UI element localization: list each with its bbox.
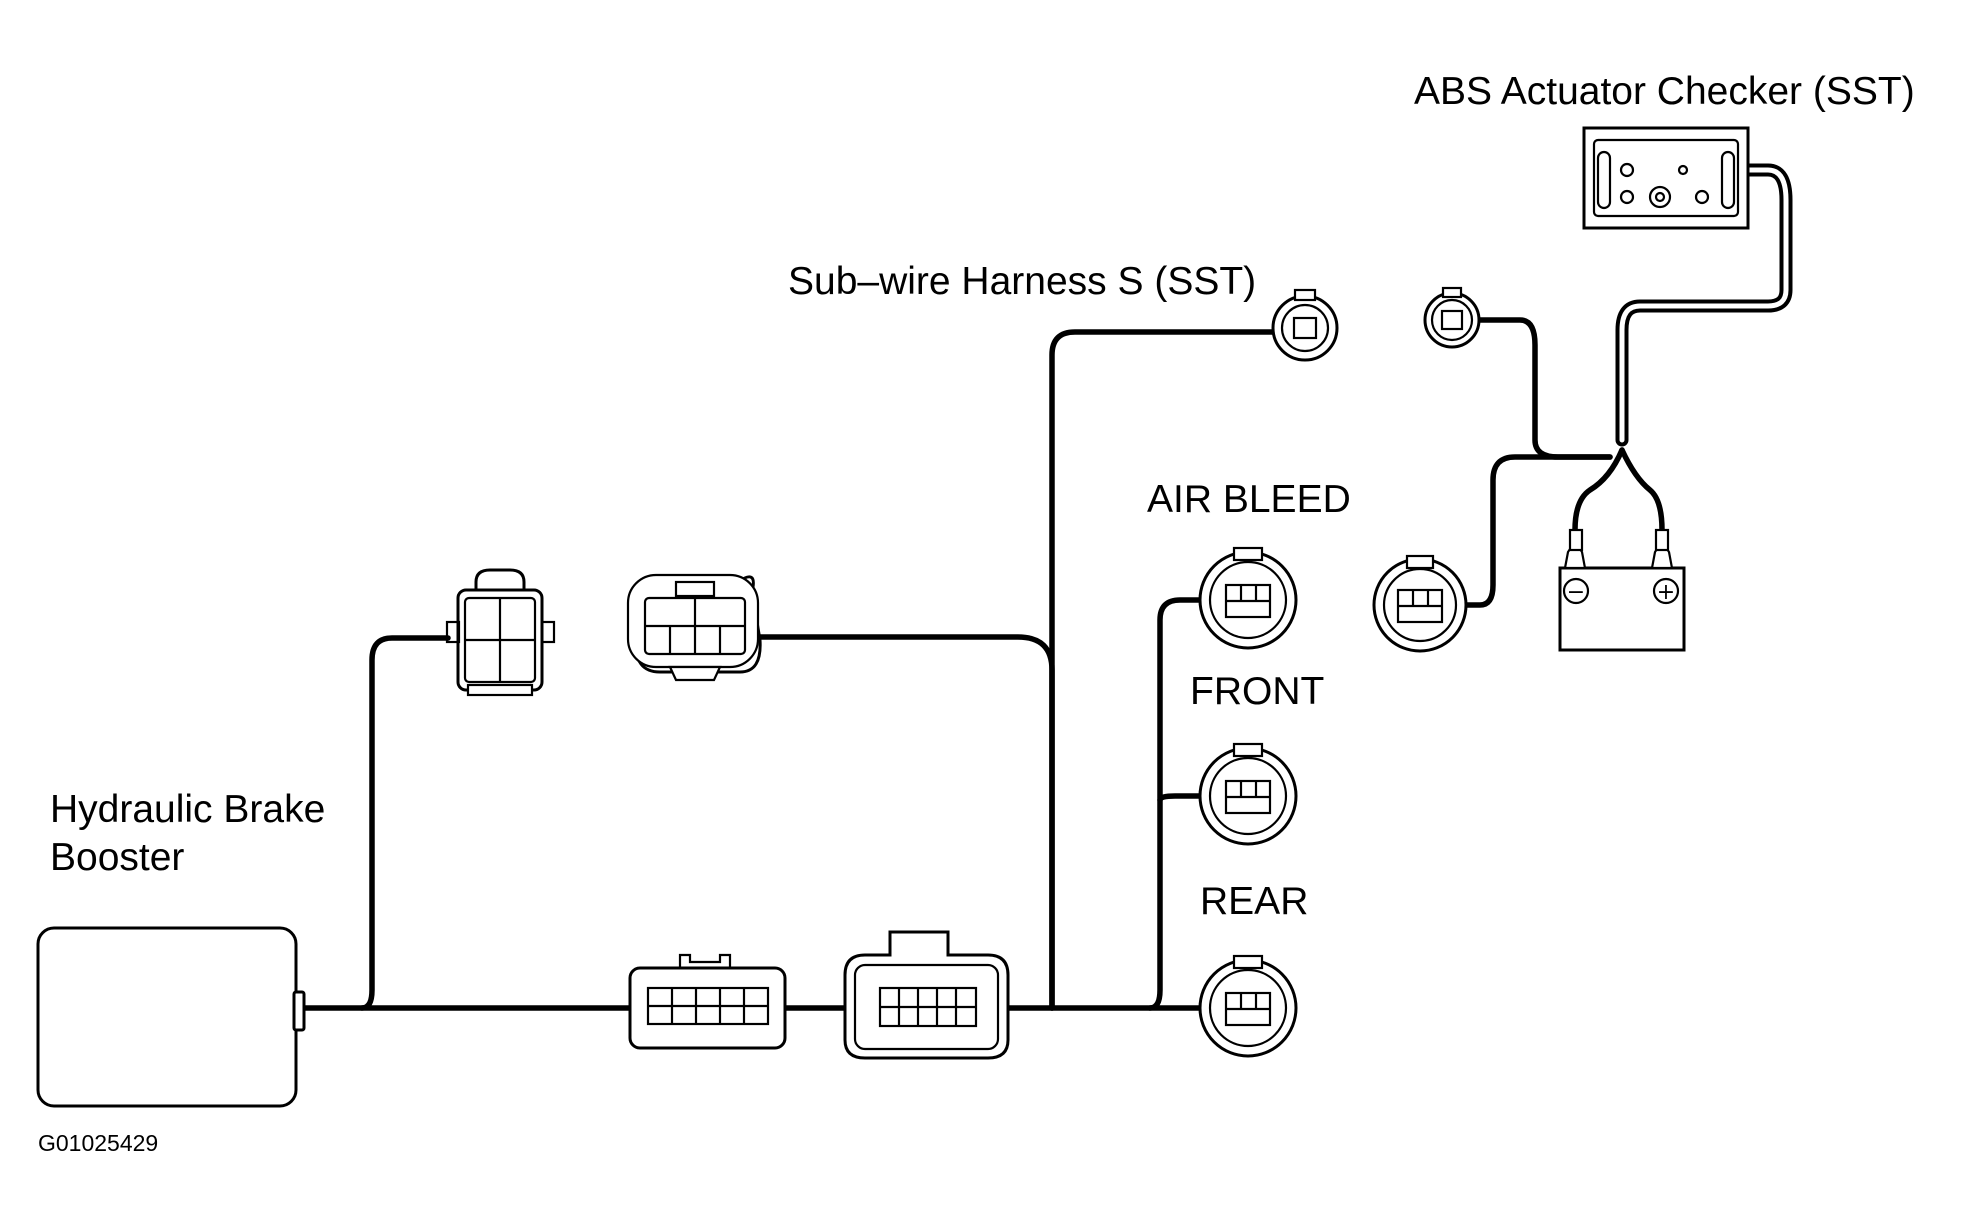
wire-checker-connector (1469, 317, 1613, 460)
ten-pin-connector-female (843, 930, 1010, 1060)
battery-plus-sign: + (1657, 580, 1675, 605)
subwire-harness-connector (1271, 288, 1339, 362)
label-booster-line2: Booster (50, 836, 185, 879)
rear-connector (1198, 954, 1298, 1058)
hydraulic-brake-booster-unit (36, 926, 306, 1108)
abs-actuator-checker-box (1582, 126, 1750, 230)
ten-pin-connector-male (628, 953, 787, 1050)
battery-negative-terminal-icon (1562, 577, 1590, 605)
label-subwire-harness: Sub–wire Harness S (SST) (788, 260, 1257, 303)
wire-front (1157, 793, 1203, 803)
wiring-harness (297, 163, 1793, 1011)
six-pin-connector (626, 573, 762, 682)
wire-subwire-harness (1049, 329, 1275, 1011)
label-front: FRONT (1190, 670, 1325, 713)
front-connector (1198, 742, 1298, 846)
checker-valve-connector (1372, 554, 1468, 653)
booster-branch-connector (445, 568, 556, 697)
battery: − + (1558, 528, 1686, 652)
battery-lead-negative (1572, 447, 1625, 533)
air-bleed-connector (1198, 546, 1298, 650)
label-abs-actuator-checker: ABS Actuator Checker (SST) (1414, 70, 1915, 113)
battery-lead-positive (1619, 447, 1665, 533)
wire-branch-valves (1147, 597, 1203, 1011)
battery-positive-terminal-icon (1652, 577, 1680, 605)
wire-booster-branch (359, 635, 451, 1011)
checker-small-connector (1423, 286, 1481, 349)
battery-minus-sign: − (1567, 580, 1585, 605)
figure-id: G01025429 (38, 1130, 159, 1156)
label-booster-line1: Hydraulic Brake (50, 788, 326, 831)
label-rear: REAR (1200, 880, 1309, 923)
label-air-bleed: AIR BLEED (1147, 478, 1351, 521)
wire-checker-left-connector (1463, 454, 1613, 608)
